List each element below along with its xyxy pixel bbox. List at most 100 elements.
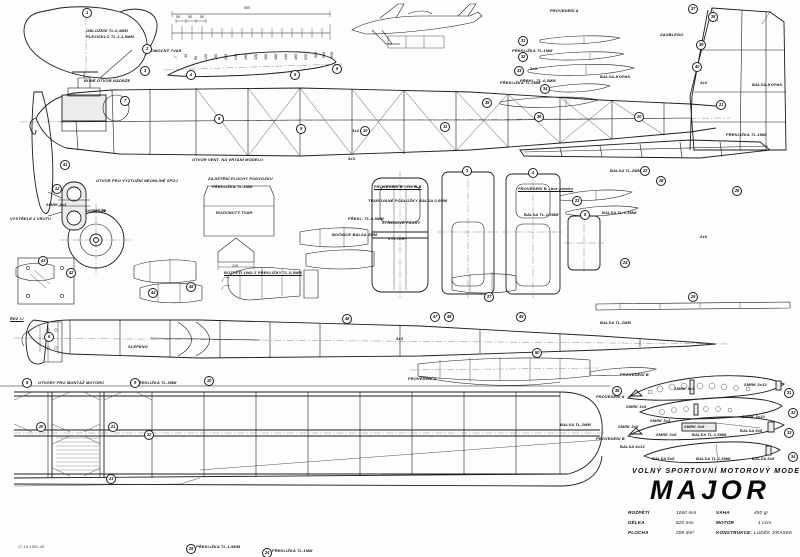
balloon-part[interactable]: 22: [640, 166, 651, 177]
label-spruce-3x8: SMRK 3x8: [684, 424, 705, 429]
label-center-straps: STŘEDOVÉ PÁSKY: [382, 220, 421, 225]
label-stringer-33e: 3x3: [396, 336, 404, 341]
balloon-part[interactable]: 4: [528, 168, 539, 179]
balloon-part[interactable]: 27: [484, 292, 495, 303]
balloon-part[interactable]: 31: [784, 388, 795, 399]
label-spruce-3x5: SMRK 3x5: [626, 404, 647, 409]
title-subtitle: VOLNÝ SPORTOVNÍ MOTOROVÝ MODEL: [632, 466, 800, 475]
balloon-part[interactable]: 36: [534, 112, 545, 123]
balloon-part[interactable]: 33: [514, 66, 525, 77]
label-ply-15mm-wing: PŘEKLIŽKA TL.1,5MM: [196, 544, 241, 549]
balloon-part[interactable]: 25: [688, 292, 699, 303]
label-balsa-2mm-stab: BALSA TL.2MM: [600, 320, 631, 325]
balloon-part[interactable]: 44: [148, 288, 159, 299]
balloon-part[interactable]: 38: [708, 12, 719, 23]
section-ii: [25, 319, 63, 365]
balloon-part[interactable]: 39: [696, 40, 707, 51]
balloon-part[interactable]: 33: [784, 428, 795, 439]
label-canopy-material-2: PLEXISKLO TL.1-1,5MM: [86, 34, 134, 39]
balloon-part[interactable]: 24: [620, 258, 631, 269]
balloon-part[interactable]: 41: [60, 160, 71, 171]
station-10: 400: [274, 54, 278, 60]
balloon-part[interactable]: 5: [580, 210, 591, 221]
balloon-part[interactable]: 32: [518, 52, 529, 63]
balloon-part[interactable]: 21: [108, 422, 119, 433]
station-16: 650: [330, 52, 334, 58]
wing-airfoil-section: [163, 51, 343, 77]
balloon-part[interactable]: 35: [612, 386, 623, 397]
balloon-part[interactable]: 37: [688, 4, 699, 15]
balloon-part[interactable]: 9: [296, 124, 307, 135]
balloon-part[interactable]: 7: [120, 96, 131, 107]
label-glued: SLEPENO: [128, 344, 148, 349]
label-balsa-5x8-b: BALSA 5x8: [652, 456, 675, 461]
balloon-part[interactable]: 20: [36, 422, 47, 433]
balloon-part[interactable]: 11: [440, 122, 451, 133]
station-7: 280: [244, 54, 248, 60]
balloon-part[interactable]: 25: [186, 544, 197, 555]
label-spruce-hardware: SMRK 3x3: [46, 202, 67, 207]
balloon-part[interactable]: 45: [186, 282, 197, 293]
label-stringer-33d: 3x3: [348, 156, 356, 161]
label-wing-former-note: ROZPĚTÍ 1060 Z PŘEKLIŽKY TL.0,8MM: [224, 270, 302, 275]
balloon-part[interactable]: 6: [332, 64, 343, 75]
spec-key-designer: KONSTRUKCE:: [716, 530, 753, 535]
balloon-part[interactable]: 47: [430, 312, 441, 323]
canopy-plan: [23, 6, 158, 80]
rib-template-top: [589, 367, 658, 376]
balloon-part[interactable]: 21: [716, 100, 727, 111]
balloon-part[interactable]: 3: [140, 66, 151, 77]
label-vent-hole: OTVOR VENT. NA VRTÁNÍ MODELU: [192, 157, 264, 162]
label-spruce-3x12: SMRK 3x12: [744, 382, 767, 387]
label-balsa-2mm-fin: BALSA TL.2MM: [610, 168, 641, 173]
balloon-part[interactable]: 10: [360, 126, 371, 137]
label-ply-1mm-wing: PŘEKLIŽKA TL.1MM: [272, 548, 313, 553]
label-beech: JASÁN: [92, 208, 107, 213]
station-15: 600: [322, 52, 326, 58]
balloon-part[interactable]: 43: [38, 256, 49, 267]
station-2: 80: [194, 56, 198, 60]
engine-assembly: [61, 71, 130, 132]
balloon-part[interactable]: 35: [482, 98, 493, 109]
balloon-part[interactable]: 8: [214, 114, 225, 125]
developed-shape-detail: [203, 185, 275, 270]
label-spruce-3x3-rib: SMRK 3x3: [674, 386, 695, 391]
balloon-part[interactable]: 2: [142, 44, 153, 55]
balloon-part[interactable]: 20: [634, 112, 645, 123]
balloon-part[interactable]: 40: [692, 62, 703, 73]
balloon-part[interactable]: 24: [262, 548, 273, 557]
label-ply-1mm-a: PŘEKLIŽKA TL.1MM: [512, 48, 553, 53]
balloon-part[interactable]: 49: [516, 312, 527, 323]
balloon-part[interactable]: 46: [342, 314, 353, 325]
balloon-part[interactable]: 23: [572, 196, 583, 207]
label-balsa-4x12: BALSA 4x12: [620, 444, 645, 449]
balloon-part[interactable]: 28: [656, 176, 667, 187]
balloon-part[interactable]: 42: [66, 268, 77, 279]
balloon-part[interactable]: 1: [82, 8, 93, 19]
balloon-part[interactable]: 10: [204, 376, 215, 387]
balloon-part[interactable]: 5: [290, 70, 301, 81]
spec-val-area: 208 dm²: [676, 530, 695, 535]
spec-key-area: PLOCHA: [628, 530, 649, 535]
balloon-part[interactable]: 50: [532, 348, 543, 359]
balloon-part[interactable]: 3: [462, 166, 473, 177]
dim-rib-1: 50: [176, 15, 180, 19]
label-section-ii: ŘEZ I-I: [10, 316, 24, 321]
balloon-part[interactable]: 9: [130, 378, 141, 389]
balloon-part[interactable]: 32: [788, 408, 799, 419]
balloon-part[interactable]: 26: [732, 186, 743, 197]
label-balsa-15-rib: BALSA TL.1,5MM: [692, 432, 727, 437]
balloon-part[interactable]: 4: [186, 70, 197, 81]
balloon-part[interactable]: 34: [540, 84, 551, 95]
balloon-part[interactable]: 23: [106, 474, 117, 485]
balloon-part[interactable]: 22: [144, 430, 155, 441]
balloon-part[interactable]: 12: [52, 184, 63, 195]
balloon-part[interactable]: 8: [22, 378, 33, 389]
label-engine-mount-holes: OTVORY PRO MONTÁŽ MOTORU: [38, 380, 105, 385]
balloon-part[interactable]: 6: [44, 332, 55, 343]
balloon-part[interactable]: 48: [444, 312, 455, 323]
balloon-part[interactable]: 34: [788, 452, 799, 463]
balloon-part[interactable]: 31: [518, 36, 529, 47]
station-14: 560: [314, 52, 318, 58]
